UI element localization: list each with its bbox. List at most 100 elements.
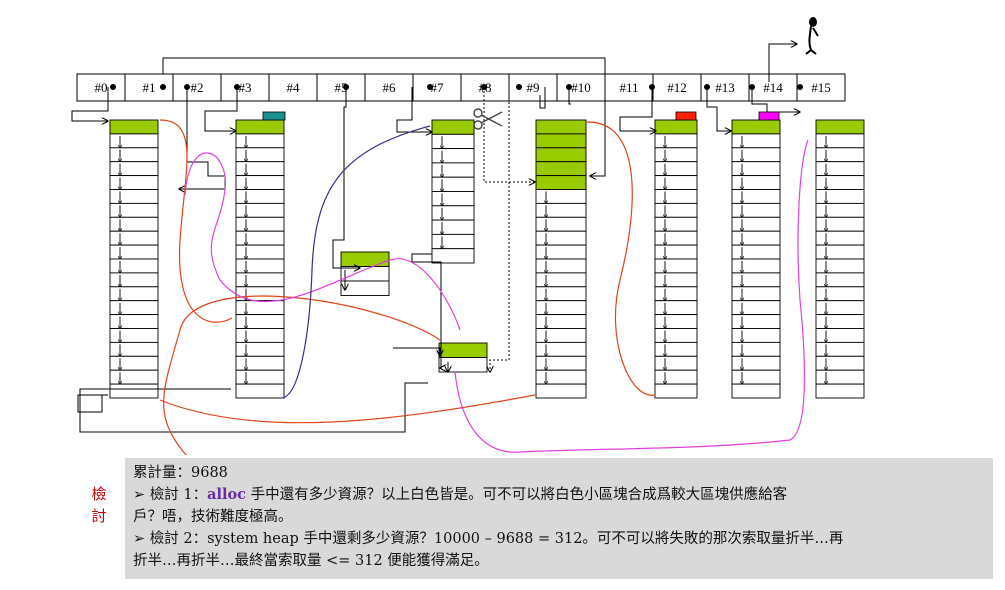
- free-chunk: [535, 355, 587, 371]
- free-chunk: [815, 328, 865, 343]
- free-chunk: [654, 258, 698, 274]
- free-chunk: [535, 314, 587, 329]
- free-chunk: [431, 205, 475, 221]
- free-chunk: [109, 383, 159, 399]
- free-chunk: [235, 314, 285, 329]
- free-chunk: [731, 272, 781, 288]
- free-chunk: [731, 383, 781, 399]
- free-chunk: [654, 216, 698, 232]
- free-list-cell: [76, 73, 126, 102]
- free-chunk: [654, 300, 698, 316]
- free-chunk: [109, 369, 159, 385]
- free-list-label: #3: [239, 80, 252, 95]
- used-chunk: [535, 161, 587, 177]
- review-2-line: ➢ 檢討 2：system heap 手中還剩多少資源？10000 – 9688…: [133, 531, 844, 547]
- free-chunk: [109, 189, 159, 204]
- free-chunk: [815, 314, 865, 329]
- used-chunk: [535, 175, 587, 190]
- free-chunk: [109, 147, 159, 163]
- chunk-column: [340, 251, 390, 296]
- used-chunk: [535, 119, 587, 135]
- free-chunk: [535, 202, 587, 218]
- free-chunk: [654, 383, 698, 399]
- free-chunk: [535, 272, 587, 288]
- memory-blocks: [109, 119, 865, 399]
- free-chunk: [731, 189, 781, 204]
- free-chunk: [731, 230, 781, 246]
- free-chunk: [109, 355, 159, 371]
- colored-tags: [262, 111, 780, 121]
- free-chunk: [109, 341, 159, 357]
- free-chunk: [535, 328, 587, 343]
- free-chunk: [815, 300, 865, 316]
- free-chunk: [815, 202, 865, 218]
- free-chunk: [235, 216, 285, 232]
- free-chunk: [731, 369, 781, 385]
- chunk-column: [235, 119, 285, 399]
- free-chunk: [535, 216, 587, 232]
- free-chunk: [815, 258, 865, 274]
- free-chunk: [731, 258, 781, 274]
- chunk-column: [654, 119, 698, 399]
- free-chunk: [235, 328, 285, 343]
- free-chunk: [235, 355, 285, 371]
- free-chunk: [431, 162, 475, 178]
- free-chunk: [815, 161, 865, 177]
- free-list-cell: [796, 73, 846, 102]
- free-chunk: [535, 300, 587, 316]
- free-chunk: [431, 233, 475, 250]
- free-chunk: [235, 133, 285, 149]
- free-chunk: [815, 244, 865, 260]
- chunk-column: [535, 119, 587, 399]
- pointer-dot: [516, 84, 522, 90]
- pointer-dot: [797, 84, 803, 90]
- free-list-label: #5: [335, 80, 348, 95]
- free-chunk: [109, 161, 159, 177]
- free-chunk: [109, 258, 159, 274]
- free-chunk: [815, 175, 865, 190]
- free-chunk: [109, 314, 159, 329]
- free-list-label: #6: [383, 80, 397, 95]
- free-chunk: [654, 133, 698, 149]
- free-chunk: [731, 161, 781, 177]
- free-chunk: [815, 341, 865, 357]
- pointer-dot: [110, 84, 116, 90]
- free-chunk: [654, 230, 698, 246]
- free-list-label: #10: [571, 80, 591, 95]
- free-chunk: [235, 161, 285, 177]
- free-chunk: [535, 341, 587, 357]
- free-list-header: #0#1#2#3#4#5#6#7#8#9#10#11#12#13#14#15: [76, 73, 846, 102]
- free-chunk: [235, 202, 285, 218]
- side-label-char-1: 檢: [91, 485, 107, 503]
- free-chunk: [340, 266, 390, 282]
- free-chunk: [731, 244, 781, 260]
- free-chunk: [815, 369, 865, 385]
- review-1-continuation: 戶？唔，技術難度極高。: [133, 509, 293, 525]
- free-chunk: [235, 383, 285, 399]
- free-chunk: [535, 258, 587, 274]
- free-chunk: [731, 328, 781, 343]
- free-chunk: [235, 258, 285, 274]
- orange-curves: [159, 119, 656, 455]
- free-chunk: [815, 216, 865, 232]
- review-1-prefix: ➢ 檢討 1：: [133, 487, 208, 503]
- free-chunk: [815, 272, 865, 288]
- figure-icon: [805, 17, 819, 55]
- free-chunk: [109, 244, 159, 260]
- review-notes-box: 累計量：9688 ➢ 檢討 1：alloc 手中還有多少資源？以上白色皆是。可不…: [125, 458, 993, 579]
- free-list-cell: [172, 73, 222, 102]
- free-chunk: [731, 216, 781, 232]
- free-chunk: [731, 355, 781, 371]
- free-chunk: [654, 369, 698, 385]
- free-chunk: [654, 355, 698, 371]
- free-chunk: [654, 272, 698, 288]
- free-chunk: [731, 133, 781, 149]
- free-chunk: [109, 175, 159, 190]
- free-chunk: [731, 286, 781, 302]
- free-chunk: [654, 244, 698, 260]
- free-chunk: [815, 230, 865, 246]
- free-list-label: #14: [763, 80, 783, 95]
- free-chunk: [535, 244, 587, 260]
- free-chunk: [235, 286, 285, 302]
- free-chunk: [109, 202, 159, 218]
